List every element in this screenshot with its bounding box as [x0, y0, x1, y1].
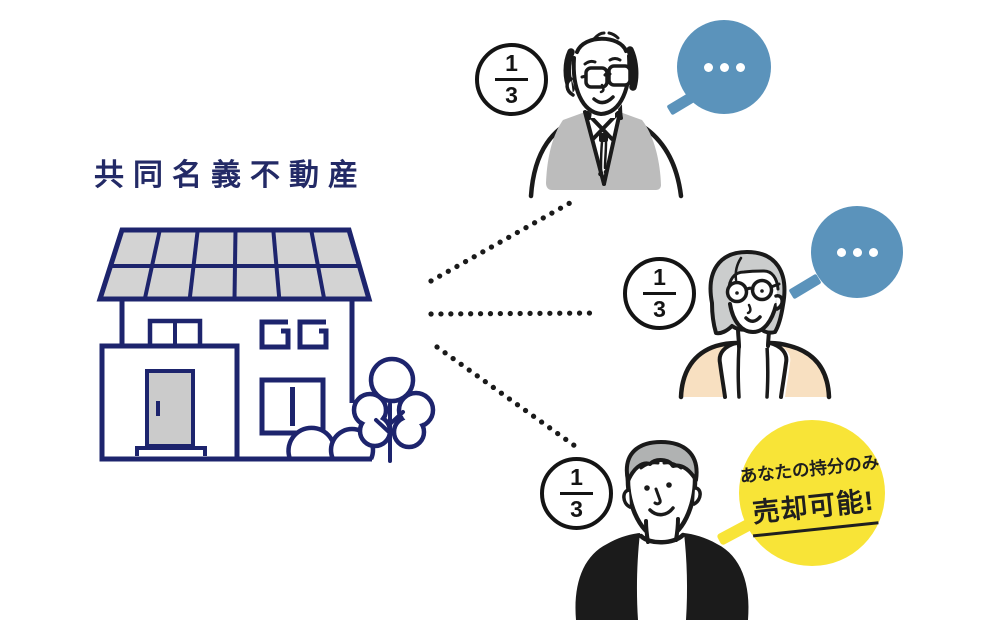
- fraction-numerator: 1: [505, 49, 518, 76]
- connector-lines: [428, 196, 601, 449]
- door-step: [135, 446, 207, 456]
- ellipsis-dot: [852, 247, 862, 257]
- fraction-denominator: 3: [505, 82, 518, 109]
- callout-line-2: 売却可能!: [748, 475, 879, 537]
- owner-2-elderly-woman-figure: [678, 250, 832, 400]
- ellipsis-dot: [703, 62, 713, 72]
- share-fraction-owner-1: 1 3: [475, 43, 548, 116]
- connector-line-owner-1: [428, 196, 580, 284]
- fraction-denominator: 3: [653, 296, 666, 323]
- owner-1-elderly-man-figure: [528, 31, 684, 199]
- ellipsis-dot: [868, 247, 878, 257]
- speech-bubble-owner-2: [811, 206, 903, 298]
- upper-window-2: [297, 319, 329, 350]
- ellipsis-dot: [836, 247, 846, 257]
- upper-window-1: [259, 319, 291, 350]
- page-title: 共同名義不動産: [94, 159, 367, 192]
- share-fraction-owner-3: 1 3: [540, 457, 613, 530]
- fraction-denominator: 3: [570, 496, 583, 523]
- ellipsis-dot: [735, 62, 745, 72]
- fraction-bar: [643, 291, 676, 296]
- fraction-numerator: 1: [653, 263, 666, 290]
- owner-3-middle-aged-man-figure: [575, 440, 749, 620]
- roof-grid: [110, 229, 360, 300]
- share-fraction-owner-2: 1 3: [623, 257, 696, 330]
- ellipsis-dot: [719, 62, 729, 72]
- fraction-numerator: 1: [570, 463, 583, 490]
- fraction-bar: [560, 491, 593, 496]
- door: [145, 369, 195, 448]
- house-illustration: [96, 227, 436, 463]
- callout-text: あなたの持分のみ 売却可能!: [738, 448, 885, 537]
- bush-left: [286, 425, 337, 460]
- tree-trunk: [374, 402, 405, 463]
- fraction-bar: [495, 77, 528, 82]
- callout-bubble: あなたの持分のみ 売却可能!: [739, 420, 885, 566]
- speech-bubble-owner-1: [677, 20, 771, 114]
- connector-line-owner-3: [434, 344, 578, 449]
- connector-line-owner-2: [428, 310, 601, 317]
